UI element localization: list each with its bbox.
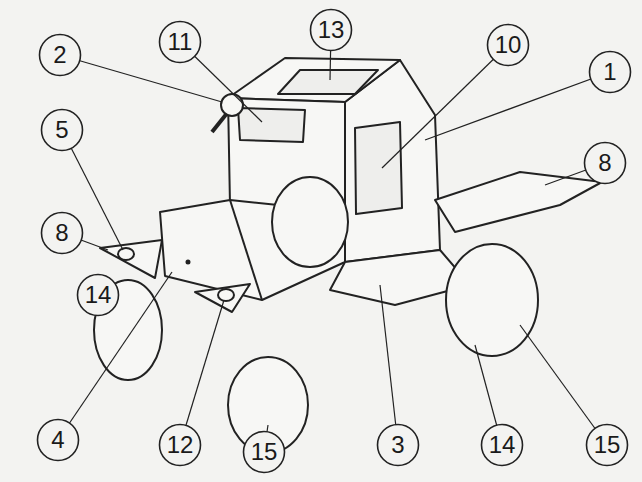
- roof-window: [278, 70, 378, 94]
- callout-circle: 2: [38, 33, 82, 77]
- door-window: [355, 122, 402, 214]
- headlamp: [218, 289, 234, 301]
- callout-number: 8: [55, 221, 68, 245]
- callout-number: 14: [489, 433, 516, 457]
- callout-circle: 14: [76, 273, 120, 317]
- callout-number: 4: [51, 428, 64, 452]
- callout-circle: 3: [376, 423, 420, 467]
- callout-circle: 15: [585, 423, 629, 467]
- callout-circle: 10: [486, 23, 530, 67]
- front-panel: [100, 240, 162, 278]
- callout-number: 15: [251, 440, 278, 464]
- callout-circle: 11: [158, 20, 202, 64]
- callout-number: 8: [598, 151, 611, 175]
- callout-circle: 15: [242, 430, 286, 474]
- leader-lines: [58, 30, 610, 452]
- callout-number: 2: [53, 43, 66, 67]
- wheel: [446, 244, 538, 356]
- bumper-panel: [195, 284, 250, 312]
- wheel: [272, 177, 348, 267]
- headlamp: [118, 248, 134, 260]
- callout-number: 1: [603, 60, 616, 84]
- callout-number: 10: [495, 33, 522, 57]
- front-window: [238, 108, 305, 142]
- callout-number: 13: [318, 18, 345, 42]
- callout-circle: 8: [583, 141, 627, 185]
- callout-number: 3: [391, 433, 404, 457]
- callout-number: 15: [594, 433, 621, 457]
- hood-dot: [187, 261, 190, 264]
- callout-circle: 13: [309, 8, 353, 52]
- callout-number: 11: [168, 30, 193, 54]
- callout-circle: 5: [40, 108, 84, 152]
- callout-circle: 14: [480, 423, 524, 467]
- lamp: [221, 94, 243, 116]
- callout-number: 12: [167, 433, 194, 457]
- cab-roof: [228, 58, 400, 102]
- callout-circle: 4: [36, 418, 80, 462]
- callout-circle: 12: [158, 423, 202, 467]
- callout-circle: 8: [40, 211, 84, 255]
- callout-circle: 1: [588, 50, 632, 94]
- fender: [435, 172, 602, 232]
- callout-number: 14: [85, 283, 112, 307]
- callout-number: 5: [55, 118, 68, 142]
